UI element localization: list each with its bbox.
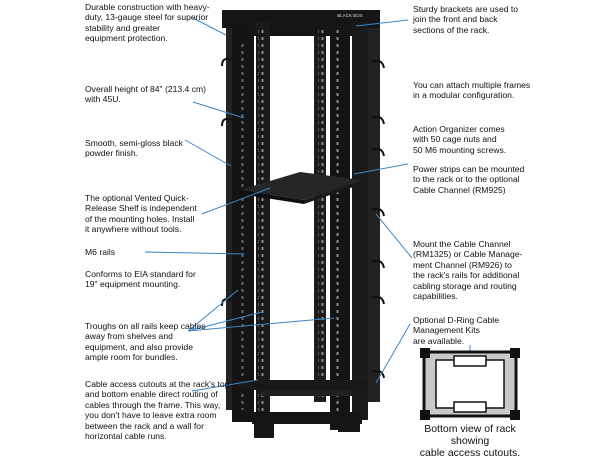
callout-leader-lines (144, 17, 471, 392)
callout-organizer: Action Organizer comes with 50 cage nuts… (413, 124, 507, 155)
callout-dring: Optional D-Ring Cable Management Kits ar… (413, 315, 499, 346)
rack-front-frame (222, 10, 380, 438)
callout-construction: Durable construction with heavy- duty, 1… (85, 2, 210, 44)
brand-label: BLACK BOX (337, 13, 363, 18)
callout-frames: You can attach multiple frames in a modu… (413, 80, 531, 101)
callout-power: Power strips can be mounted to the rack … (413, 164, 525, 195)
bottom-view-caption: Bottom view of rack showing cable access… (419, 423, 521, 459)
callout-troughs: Troughs on all rails keep cables away fr… (85, 321, 206, 363)
bottom-view-diagram (420, 348, 520, 420)
callout-channel: Mount the Cable Channel (RM1325) or Cabl… (413, 239, 523, 302)
callout-shelf: The optional Vented Quick- Release Shelf… (85, 193, 197, 235)
callout-cutouts: Cable access cutouts at the rack's top a… (85, 379, 230, 442)
callout-height: Overall height of 84" (213.4 cm) with 45… (85, 84, 207, 105)
callout-rails: M6 rails (85, 247, 116, 257)
d-ring-hooks (221, 57, 385, 379)
callout-brackets: Sturdy brackets are used to join the fro… (413, 4, 519, 35)
callout-finish: Smooth, semi-gloss black powder finish. (85, 138, 183, 159)
callout-eia: Conforms to EIA standard for 19" equipme… (85, 269, 196, 290)
